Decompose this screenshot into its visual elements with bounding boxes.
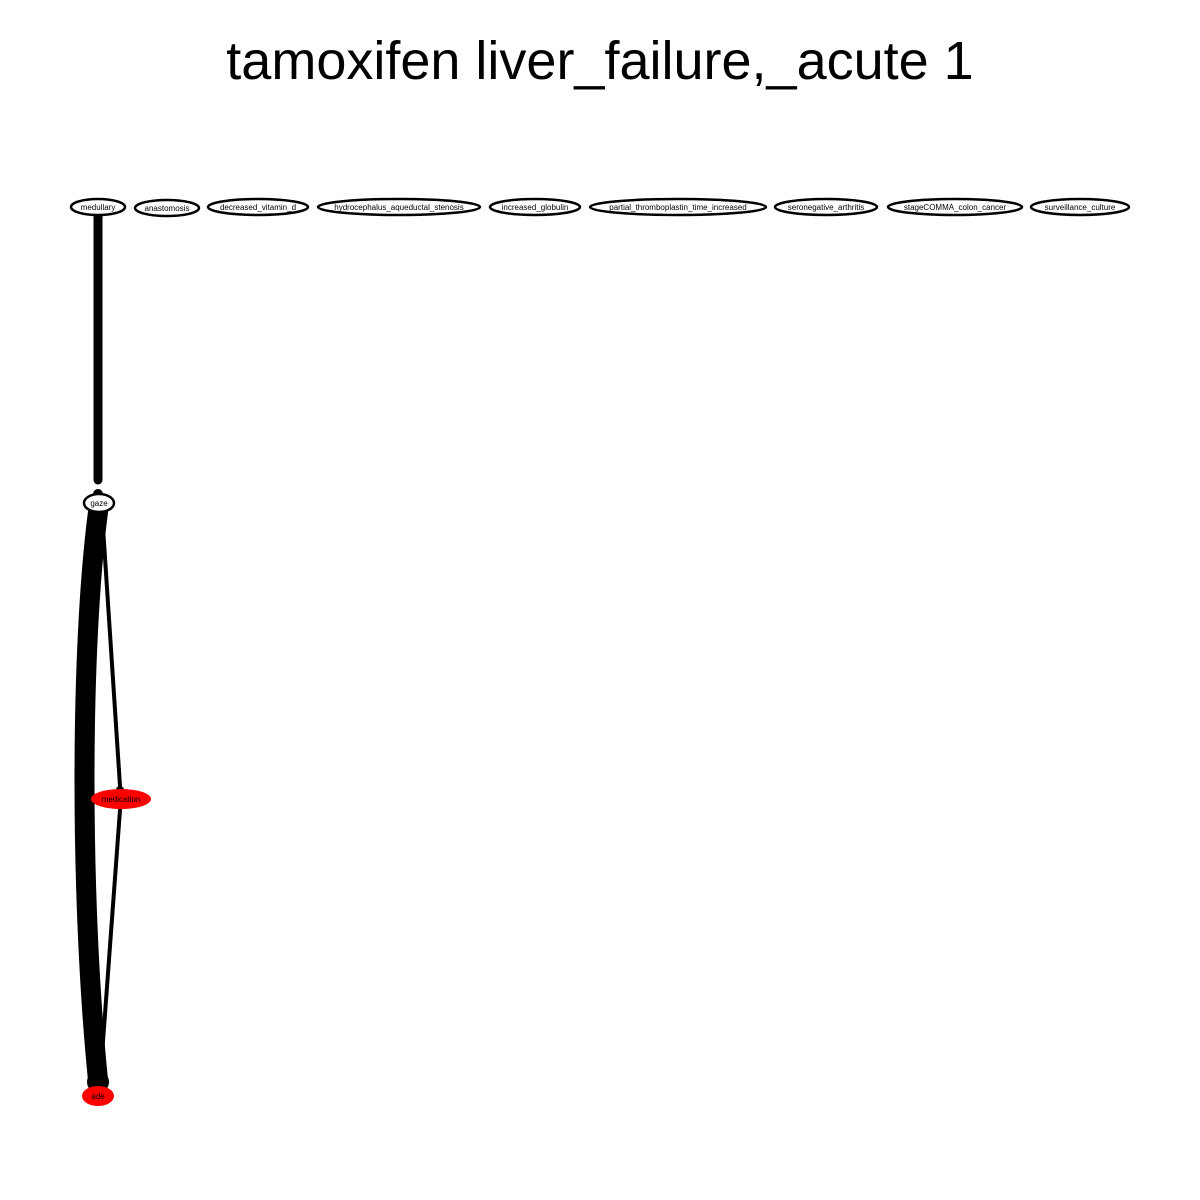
node-ellipse <box>91 789 151 809</box>
node-ellipse <box>773 197 879 217</box>
node-ellipse <box>206 197 310 217</box>
node-ade[interactable]: ade <box>82 1086 114 1106</box>
node-ellipse <box>133 198 201 218</box>
node-label: ade <box>91 1092 105 1101</box>
node-label: anastomosis <box>145 204 190 213</box>
nodes: medullary anastomosis decreased_vitamin_d h… <box>69 197 1131 1106</box>
node-ellipse <box>82 1086 114 1106</box>
node-colon_cancer[interactable]: stageCOMMA_colon_cancer <box>886 197 1024 217</box>
node-hydrocephalus[interactable]: hydrocephalus_aqueductal_stenosis <box>316 197 482 217</box>
node-gaze[interactable]: gaze <box>82 492 116 514</box>
node-label: partial_thromboplastin_time_increased <box>609 203 746 212</box>
node-ellipse <box>316 197 482 217</box>
node-label: medication <box>102 795 141 804</box>
node-ellipse <box>488 197 582 217</box>
edge-gaze-to-ade <box>74 502 108 1090</box>
node-label: stageCOMMA_colon_cancer <box>904 203 1007 212</box>
node-medication[interactable]: medication <box>91 789 151 809</box>
edge-medication-to-ade <box>98 808 122 1084</box>
node-label: seronegative_arthritis <box>788 203 864 212</box>
node-label: surveillance_culture <box>1045 203 1116 212</box>
node-ellipse <box>1029 197 1131 217</box>
node-ptt_increased[interactable]: partial_thromboplastin_time_increased <box>588 197 768 217</box>
node-seronegative_arthritis[interactable]: seronegative_arthritis <box>773 197 879 217</box>
node-ellipse <box>82 492 116 514</box>
edges <box>74 211 124 1093</box>
node-label: increased_globulin <box>502 203 569 212</box>
node-label: decreased_vitamin_d <box>220 203 296 212</box>
node-medullary[interactable]: medullary <box>69 197 127 217</box>
node-ellipse <box>588 197 768 217</box>
page-title: tamoxifen liver_failure,_acute 1 <box>226 31 974 91</box>
edge-gaze-to-medication <box>100 510 122 788</box>
node-label: hydrocephalus_aqueductal_stenosis <box>334 203 463 212</box>
node-ellipse <box>69 197 127 217</box>
node-increased_globulin[interactable]: increased_globulin <box>488 197 582 217</box>
node-ellipse <box>886 197 1024 217</box>
node-anastomosis[interactable]: anastomosis <box>133 198 201 218</box>
node-label: medullary <box>81 203 116 212</box>
node-label: gaze <box>90 499 108 508</box>
node-decreased_vitamin_d[interactable]: decreased_vitamin_d <box>206 197 310 217</box>
node-surveillance_culture[interactable]: surveillance_culture <box>1029 197 1131 217</box>
